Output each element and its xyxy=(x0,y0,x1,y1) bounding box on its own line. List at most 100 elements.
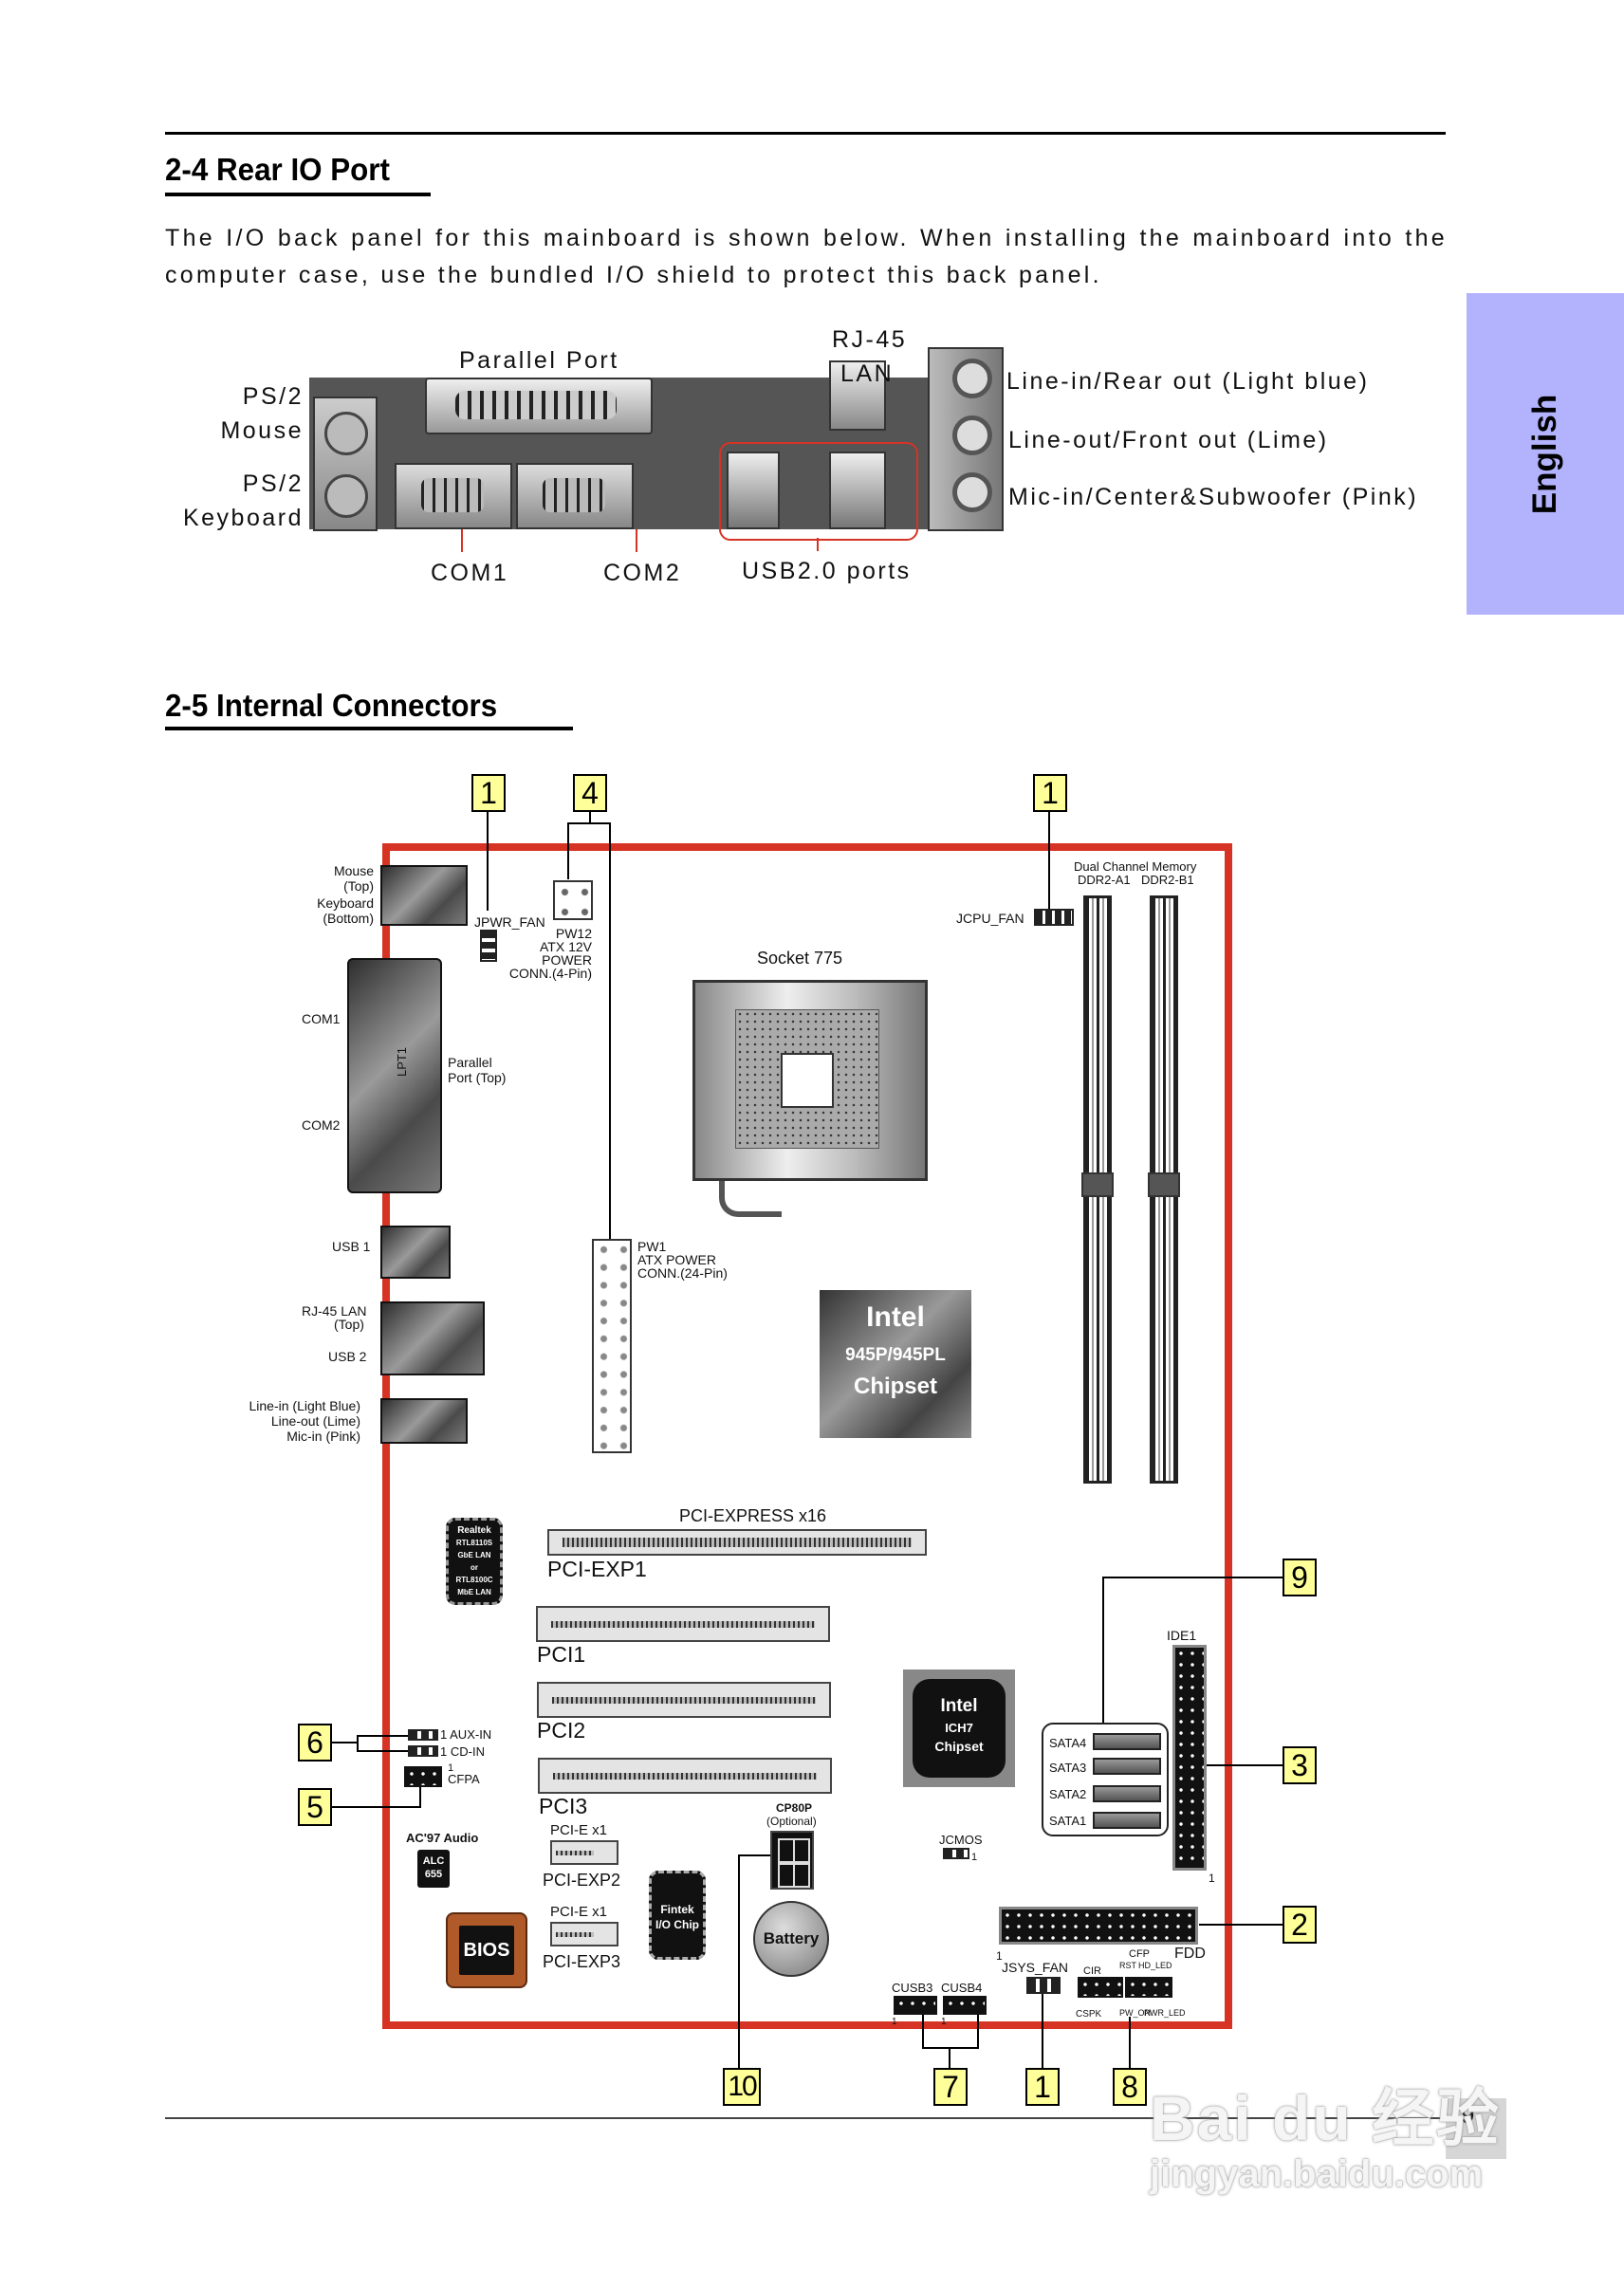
lpt1-label: LPT1 xyxy=(395,1046,410,1078)
cusb4-header[interactable] xyxy=(943,1996,987,2015)
pci-exp1-slot[interactable] xyxy=(547,1529,927,1556)
pci-exp2-label: PCI-EXP2 xyxy=(543,1871,621,1890)
leader-line xyxy=(332,1806,421,1808)
cp80p-label-2: (Optional) xyxy=(766,1815,817,1828)
ps2-keyboard-label-line1: PS/2 xyxy=(242,470,304,497)
sata1-port[interactable] xyxy=(1093,1812,1161,1829)
leader-line xyxy=(357,1735,359,1750)
usb-port-pair-2 xyxy=(829,452,886,529)
fintek-line: Fintek xyxy=(660,1903,694,1916)
leader-line xyxy=(357,1735,408,1737)
pci3-slot[interactable] xyxy=(538,1758,832,1794)
sata2-label: SATA2 xyxy=(1049,1787,1087,1801)
sata3-port[interactable] xyxy=(1093,1758,1161,1775)
parallel-port-label: Parallel Port xyxy=(459,347,619,374)
line-in-label: Line-in/Rear out (Light blue) xyxy=(1006,368,1370,395)
pin1-marker: 1 xyxy=(440,1744,448,1759)
cusb3-pin1: 1 xyxy=(892,2017,897,2027)
pw12-connector xyxy=(553,880,593,920)
lan-chip: Realtek RTL8110S GbE LAN or RTL8100C MbE… xyxy=(446,1518,503,1605)
pw1-label-2: ATX POWER xyxy=(637,1252,716,1267)
socket-pins xyxy=(735,1009,879,1149)
southbridge-type: Chipset xyxy=(934,1739,984,1754)
cfpa-label: CFPA xyxy=(448,1772,480,1786)
rj45-port xyxy=(829,360,886,431)
jpwr-fan-label: JPWR_FAN xyxy=(474,914,545,930)
top-rule xyxy=(165,132,1446,135)
pci1-label: PCI1 xyxy=(537,1642,586,1667)
board-com1-label: COM1 xyxy=(302,1011,341,1026)
usb1-connector xyxy=(380,1226,451,1279)
com2-label: COM2 xyxy=(603,560,682,586)
pci2-slot[interactable] xyxy=(537,1682,831,1718)
leader-line xyxy=(1207,1764,1283,1766)
sata4-port[interactable] xyxy=(1093,1733,1161,1750)
leader-line xyxy=(949,2047,950,2068)
callout-jcpu-fan: 1 xyxy=(1033,774,1067,812)
southbridge-chip: Intel ICH7 Chipset xyxy=(903,1669,1015,1787)
usb-port-pair-1 xyxy=(727,452,780,529)
pwr-led-label: PWR_LED xyxy=(1144,2008,1186,2018)
jcpu-fan-label: JCPU_FAN xyxy=(956,911,1024,926)
pci1-slot[interactable] xyxy=(536,1606,830,1642)
pci-exp2-slot[interactable] xyxy=(550,1840,618,1865)
alc-chip: ALC 655 xyxy=(417,1850,450,1888)
com2-leader xyxy=(636,529,637,552)
callout-cfpa: 5 xyxy=(298,1788,332,1826)
pcie-x1-a-label: PCI-E x1 xyxy=(550,1822,608,1838)
ps2-ports xyxy=(313,397,378,531)
ps2-keyboard-port xyxy=(324,474,368,518)
parallel-label-1: Parallel xyxy=(448,1055,492,1070)
language-tab[interactable]: English xyxy=(1467,293,1624,615)
sata2-port[interactable] xyxy=(1093,1785,1161,1802)
pw1-connector xyxy=(592,1239,632,1453)
parallel-pins xyxy=(455,391,617,419)
alc-line: 655 xyxy=(424,1869,443,1880)
com1-pins xyxy=(421,478,484,512)
pin1-marker: 1 xyxy=(440,1727,448,1742)
audio-label-3: Mic-in (Pink) xyxy=(286,1429,360,1444)
cpu-socket[interactable] xyxy=(692,980,928,1181)
socket-lever xyxy=(719,1181,782,1217)
cp80p-display xyxy=(770,1831,814,1890)
southbridge-model: ICH7 xyxy=(945,1721,973,1735)
leader-line xyxy=(922,2047,979,2049)
leader-line xyxy=(738,1854,770,1856)
ide1-label: IDE1 xyxy=(1167,1628,1197,1643)
cp80p-label-1: CP80P xyxy=(776,1801,813,1815)
rj45-usb2-connector xyxy=(380,1301,485,1375)
page-number: 9 xyxy=(1461,2100,1475,2129)
ide1-connector[interactable] xyxy=(1172,1645,1207,1871)
intro-paragraph: The I/O back panel for this mainboard is… xyxy=(165,225,1448,288)
ddr2-b1-label: DDR2-B1 xyxy=(1141,873,1194,887)
cspk-label: CSPK xyxy=(1076,2009,1102,2020)
jcmos-jumper[interactable] xyxy=(943,1848,969,1859)
lan-chip-line: or xyxy=(471,1563,478,1572)
callout-cfp: 8 xyxy=(1113,2068,1147,2106)
fintek-line: I/O Chip xyxy=(655,1918,699,1931)
cir-header[interactable] xyxy=(1078,1977,1123,1998)
callout-jpwr-fan: 1 xyxy=(471,774,506,812)
lan-chip-line: MbE LAN xyxy=(457,1588,491,1596)
bios-chip: BIOS xyxy=(446,1912,527,1988)
alc-line: ALC xyxy=(422,1855,445,1867)
com1-label: COM1 xyxy=(431,560,509,586)
lan-chip-line: RTL8110S xyxy=(455,1539,493,1547)
leader-line xyxy=(1042,1994,1043,2068)
ps2-connector xyxy=(380,865,468,926)
usb-leader xyxy=(817,538,819,551)
aux-in-header xyxy=(408,1729,438,1741)
leader-line xyxy=(589,810,591,823)
northbridge-brand: Intel xyxy=(866,1301,925,1333)
fdd-connector[interactable] xyxy=(999,1907,1198,1945)
fintek-io-chip: Fintek I/O Chip xyxy=(649,1871,706,1960)
cir-label: CIR xyxy=(1083,1965,1101,1977)
ps2-mouse-port xyxy=(324,412,368,455)
pci-exp3-slot[interactable] xyxy=(550,1922,618,1946)
cusb3-header[interactable] xyxy=(894,1996,937,2015)
rj45-label-1: RJ-45 LAN xyxy=(302,1303,367,1319)
section-heading-internal: 2-5 Internal Connectors xyxy=(165,688,498,723)
fdd-label: FDD xyxy=(1174,1946,1206,1962)
cfp-header[interactable] xyxy=(1125,1977,1172,1998)
keyboard-label: Keyboard xyxy=(317,895,374,911)
